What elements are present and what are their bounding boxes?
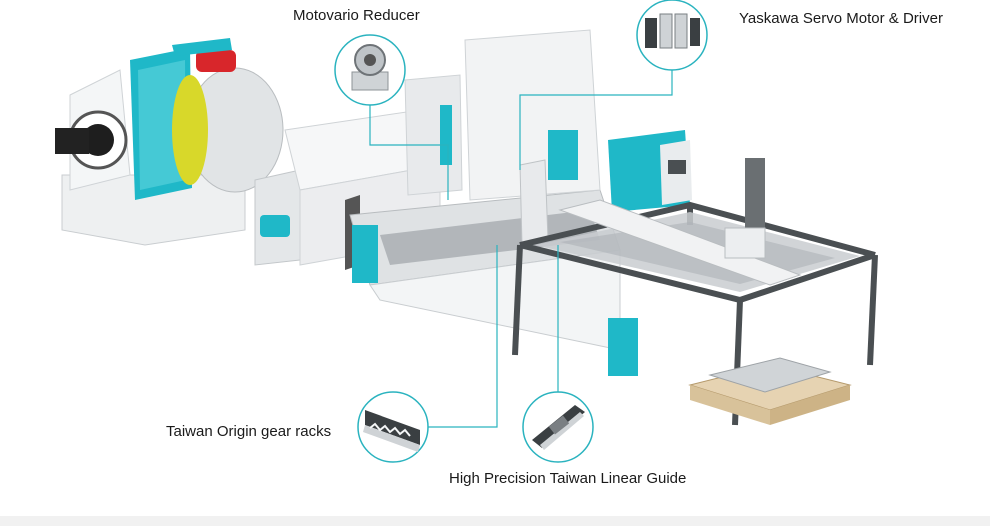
reducer-label: Motovario Reducer <box>293 7 420 24</box>
gantry <box>558 158 802 286</box>
servo-label: Yaskawa Servo Motor & Driver <box>739 10 943 27</box>
linear-guide-detail <box>522 391 594 463</box>
gear-rack-icon <box>363 410 420 452</box>
gear-rack-detail <box>357 391 429 463</box>
control-cabinet <box>608 130 692 212</box>
pallet <box>688 357 852 425</box>
linear-guide-label: High Precision Taiwan Linear Guide <box>449 470 687 487</box>
uncoiler <box>55 38 284 246</box>
gear-racks-label: Taiwan Origin gear racks <box>166 423 332 440</box>
footer-strip <box>0 516 990 526</box>
reducer-detail <box>334 34 406 106</box>
leader-lines <box>369 70 673 428</box>
servo-motor-icon <box>645 13 700 49</box>
reducer-icon <box>351 44 389 91</box>
servo-detail <box>636 0 708 71</box>
linear-guide-icon <box>532 405 585 450</box>
